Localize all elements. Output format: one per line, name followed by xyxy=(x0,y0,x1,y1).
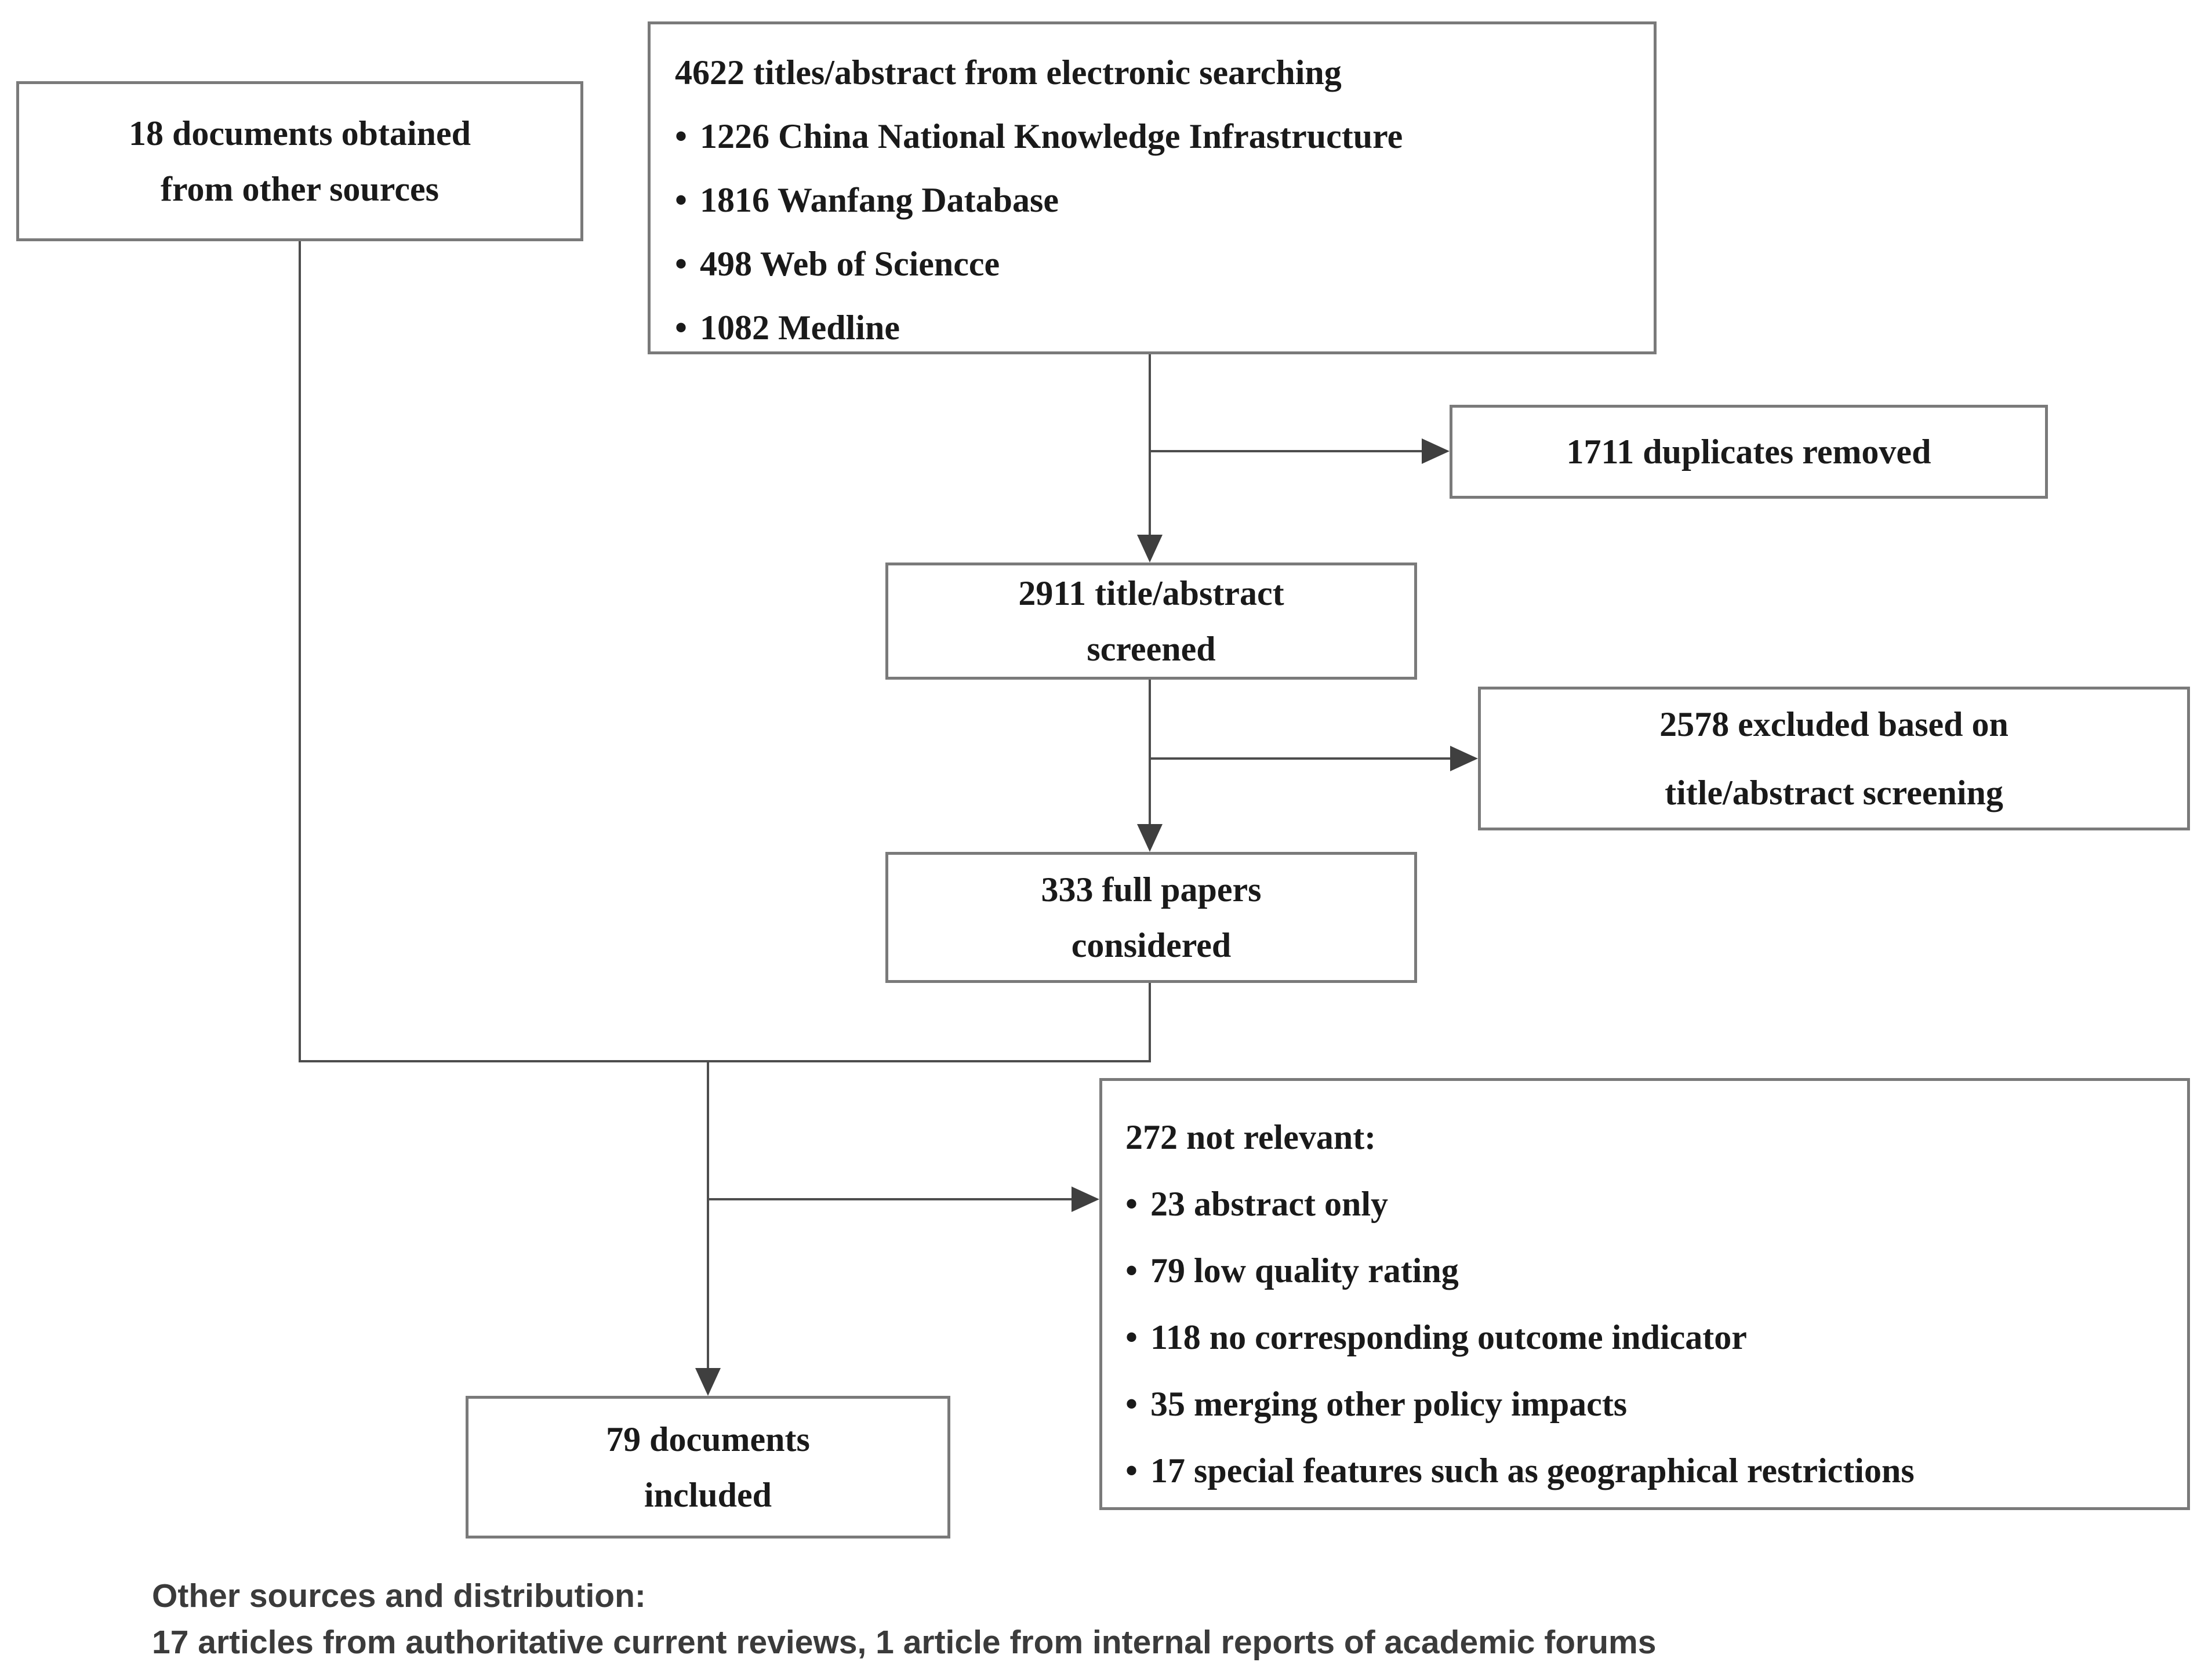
bullet-icon: • xyxy=(1125,1185,1138,1223)
bullet-icon: • xyxy=(675,309,688,347)
box-included-line: 79 documents xyxy=(606,1420,810,1458)
box-duplicates-removed: 1711 duplicates removed xyxy=(1450,405,2048,499)
box-duplicates-removed-line: 1711 duplicates removed xyxy=(1566,432,1931,471)
not-relevant-text: 17 special features such as geographical… xyxy=(1150,1452,1915,1490)
search-source-item: • 498 Web of Sciencce xyxy=(675,232,1642,296)
not-relevant-item: • 118 no corresponding outcome indicator xyxy=(1125,1304,2175,1371)
box-screened-line: 2911 title/abstract xyxy=(1018,574,1284,612)
box-excluded-line: 2578 excluded based on xyxy=(1659,705,2008,743)
not-relevant-text: 118 no corresponding outcome indicator xyxy=(1150,1318,1747,1356)
search-source-text: 1082 Medline xyxy=(700,309,900,347)
connector-branch-excluded xyxy=(1149,757,1454,760)
connector-branch-duplicates xyxy=(1149,450,1426,452)
arrowhead-into-not-relevant xyxy=(1072,1186,1099,1212)
search-source-item: • 1816 Wanfang Database xyxy=(675,168,1642,232)
not-relevant-text: 35 merging other policy impacts xyxy=(1150,1385,1628,1423)
connector-merge-to-included xyxy=(707,1060,709,1370)
box-screened: 2911 title/abstract screened xyxy=(885,563,1417,680)
box-other-sources-line: 18 documents obtained xyxy=(128,114,471,153)
footnote-line-2: 17 articles from authoritative current r… xyxy=(152,1624,1657,1661)
search-source-item: • 1082 Medline xyxy=(675,296,1642,360)
search-source-text: 498 Web of Sciencce xyxy=(700,245,1000,283)
connector-branch-not-relevant xyxy=(707,1198,1076,1200)
not-relevant-text: 23 abstract only xyxy=(1150,1185,1388,1223)
box-other-sources: 18 documents obtained from other sources xyxy=(16,81,583,241)
connector-other-sources-down xyxy=(299,241,301,1062)
search-source-item: • 1226 China National Knowledge Infrastru… xyxy=(675,104,1642,168)
bullet-icon: • xyxy=(1125,1318,1138,1356)
footnote-line-1: Other sources and distribution: xyxy=(152,1577,646,1614)
not-relevant-item: • 23 abstract only xyxy=(1125,1171,2175,1238)
arrowhead-into-duplicates xyxy=(1422,438,1450,464)
bullet-icon: • xyxy=(675,245,688,283)
box-included: 79 documents included xyxy=(466,1396,950,1539)
connector-screened-to-full-papers xyxy=(1149,680,1151,826)
bullet-icon: • xyxy=(675,181,688,219)
not-relevant-item: • 79 low quality rating xyxy=(1125,1238,2175,1304)
not-relevant-text: 79 low quality rating xyxy=(1150,1251,1459,1290)
connector-search-to-screened xyxy=(1149,354,1151,540)
arrowhead-into-full-papers xyxy=(1137,824,1163,852)
connector-full-papers-down xyxy=(1149,983,1151,1062)
arrowhead-into-excluded xyxy=(1450,746,1478,771)
bullet-icon: • xyxy=(1125,1251,1138,1290)
box-included-line: included xyxy=(644,1476,772,1514)
bullet-icon: • xyxy=(675,117,688,155)
box-full-papers-line: 333 full papers xyxy=(1041,870,1262,909)
box-full-papers-line: considered xyxy=(1071,926,1232,964)
box-other-sources-line: from other sources xyxy=(161,170,439,208)
arrowhead-into-included xyxy=(695,1368,721,1396)
box-excluded-line: title/abstract screening xyxy=(1665,774,2003,812)
box-not-relevant: 272 not relevant: • 23 abstract only • 79 … xyxy=(1099,1078,2190,1510)
arrowhead-into-screened xyxy=(1137,535,1163,563)
box-screened-line: screened xyxy=(1087,630,1216,668)
box-electronic-search-title: 4622 titles/abstract from electronic sea… xyxy=(675,53,1342,92)
bullet-icon: • xyxy=(1125,1385,1138,1423)
not-relevant-item: • 17 special features such as geographica… xyxy=(1125,1438,2175,1504)
search-source-text: 1816 Wanfang Database xyxy=(700,181,1059,219)
box-electronic-search: 4622 titles/abstract from electronic sea… xyxy=(648,21,1657,354)
box-full-papers: 333 full papers considered xyxy=(885,852,1417,983)
bullet-icon: • xyxy=(1125,1452,1138,1490)
not-relevant-item: • 35 merging other policy impacts xyxy=(1125,1371,2175,1438)
box-excluded: 2578 excluded based on title/abstract sc… xyxy=(1478,687,2190,830)
box-not-relevant-title: 272 not relevant: xyxy=(1125,1118,1376,1156)
footnote: Other sources and distribution: 17 artic… xyxy=(152,1573,1656,1666)
search-source-text: 1226 China National Knowledge Infrastruc… xyxy=(700,117,1403,155)
connector-merge-horizontal xyxy=(299,1060,1151,1062)
